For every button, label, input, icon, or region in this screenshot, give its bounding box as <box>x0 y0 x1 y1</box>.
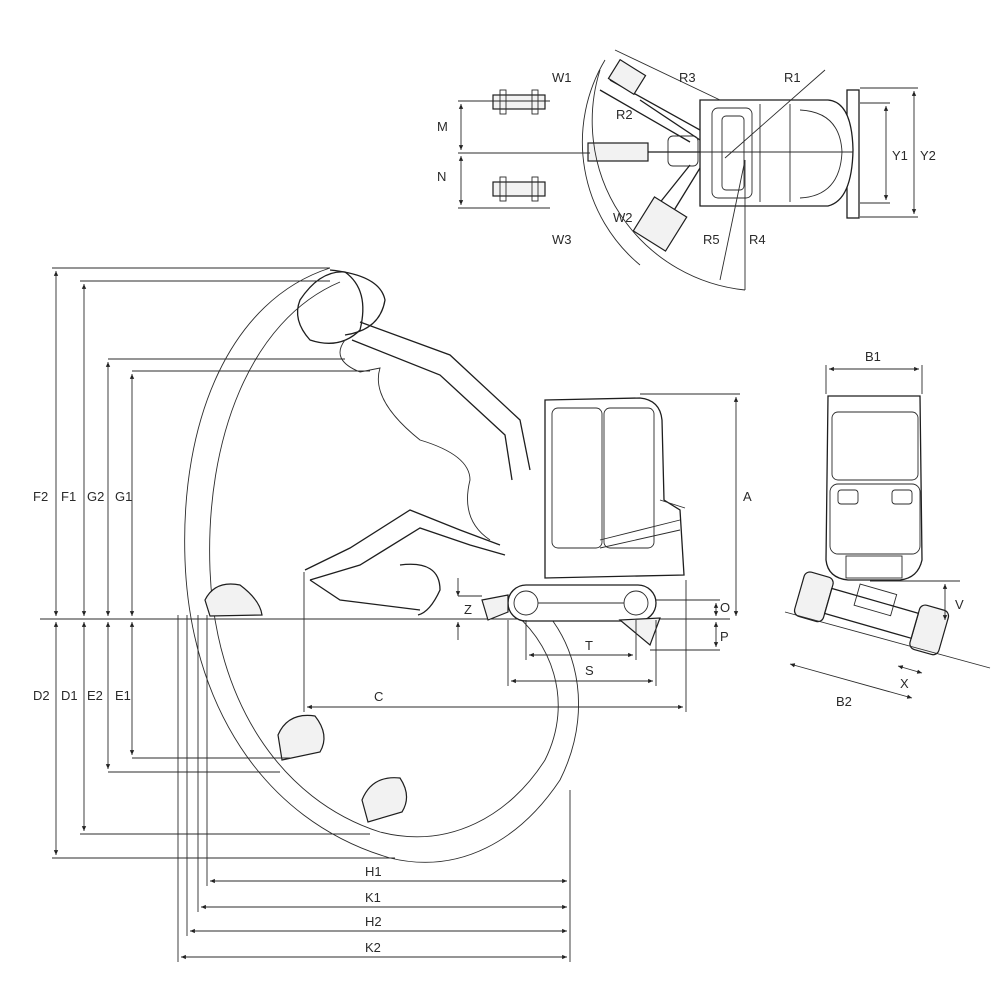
label-g1: G1 <box>115 489 132 504</box>
front-cab <box>825 395 923 581</box>
label-p: P <box>720 629 729 644</box>
bucket-raised <box>329 269 386 336</box>
label-r2: R2 <box>616 107 633 122</box>
arc-w1 <box>581 59 641 266</box>
top-upper-structure <box>699 99 854 207</box>
offset-bucket-top <box>492 89 546 115</box>
top-view <box>458 49 918 291</box>
label-c: C <box>374 689 383 704</box>
arm-raised <box>359 321 531 471</box>
label-w1: W1 <box>552 70 572 85</box>
label-r5: R5 <box>703 232 720 247</box>
label-f2: F2 <box>33 489 48 504</box>
dimension-labels: W1 R3 R1 R2 M N Y1 Y2 W2 W3 R5 R4 B1 V X… <box>33 70 964 955</box>
label-h1: H1 <box>365 864 382 879</box>
top-bucket-center <box>587 142 649 162</box>
top-bucket-left <box>607 58 647 96</box>
label-o: O <box>720 600 730 615</box>
label-k2: K2 <box>365 940 381 955</box>
label-e1: E1 <box>115 688 131 703</box>
reach-envelope-outer <box>184 267 579 863</box>
label-e2: E2 <box>87 688 103 703</box>
side-blade <box>481 594 509 621</box>
top-bucket-right <box>632 196 688 252</box>
label-r3: R3 <box>679 70 696 85</box>
label-t: T <box>585 638 593 653</box>
bucket-max-depth <box>361 777 408 823</box>
label-a: A <box>743 489 752 504</box>
label-k1: K1 <box>365 890 381 905</box>
label-r4: R4 <box>749 232 766 247</box>
label-x: X <box>900 676 909 691</box>
side-cab-body <box>544 397 685 579</box>
offset-bucket-bottom <box>492 176 546 202</box>
label-d2: D2 <box>33 688 50 703</box>
bucket-curled <box>399 563 441 616</box>
dim-b2 <box>789 663 913 699</box>
label-s: S <box>585 663 594 678</box>
label-b2: B2 <box>836 694 852 709</box>
label-d1: D1 <box>61 688 78 703</box>
label-g2: G2 <box>87 489 104 504</box>
label-h2: H2 <box>365 914 382 929</box>
label-y2: Y2 <box>920 148 936 163</box>
bucket-ground <box>204 583 263 617</box>
label-w3: W3 <box>552 232 572 247</box>
label-r1: R1 <box>784 70 801 85</box>
label-f1: F1 <box>61 489 76 504</box>
side-view <box>40 267 740 962</box>
arm-lowered <box>304 509 501 571</box>
label-v: V <box>955 597 964 612</box>
label-m: M <box>437 119 448 134</box>
label-b1: B1 <box>865 349 881 364</box>
label-y1: Y1 <box>892 148 908 163</box>
bucket-mid-depth <box>277 714 325 761</box>
front-tracks <box>793 571 950 656</box>
label-n: N <box>437 169 446 184</box>
dim-x <box>897 665 923 674</box>
front-view <box>784 365 991 699</box>
label-w2: W2 <box>613 210 633 225</box>
label-z: Z <box>464 602 472 617</box>
